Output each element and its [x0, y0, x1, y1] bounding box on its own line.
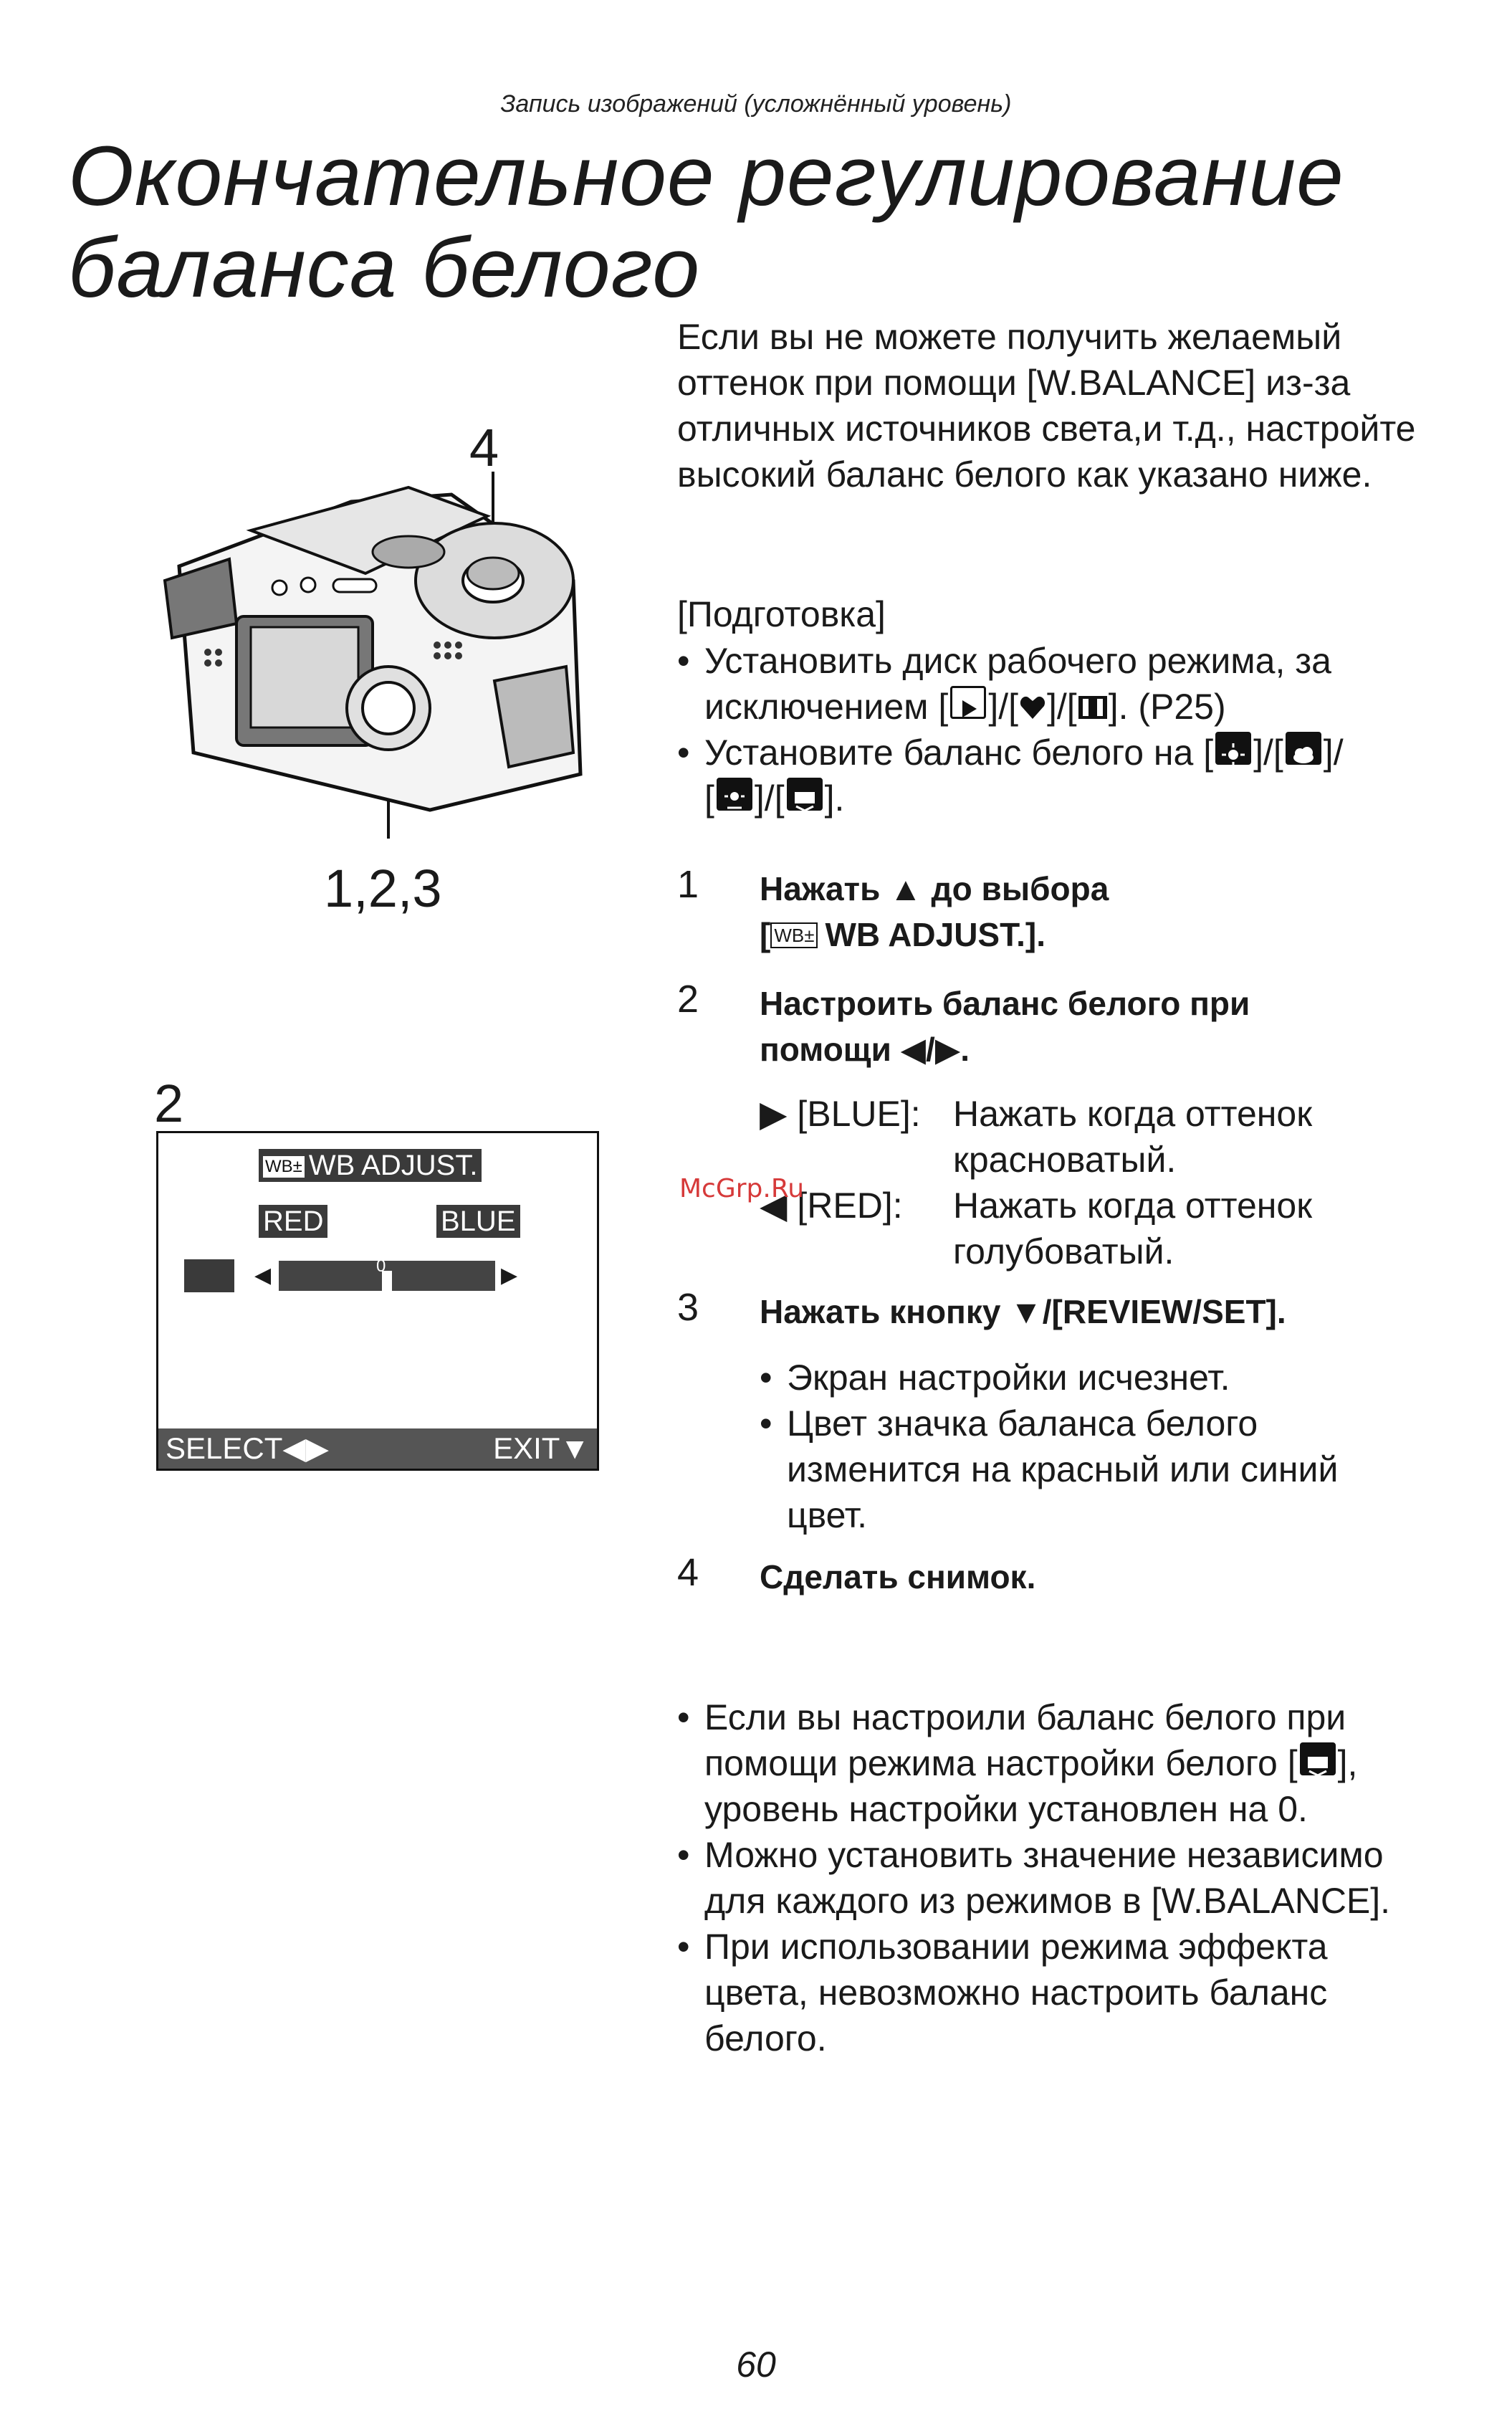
lcd-left-arrow-icon: ◀	[254, 1264, 272, 1287]
white-set-icon	[1299, 1742, 1336, 1777]
bullet-dot: •	[677, 733, 690, 773]
bullet-dot: •	[677, 641, 690, 681]
prep-bullet-1-line2: исключением []/[]/[]. (P25)	[704, 684, 1226, 733]
white-set-icon	[786, 778, 823, 812]
step-1-line1: Нажать ▲ до выбора	[760, 870, 1109, 907]
page-title-line1: Окончательное регулирование	[68, 129, 1344, 224]
intro-paragraph: Если вы не можете получить желаемый отте…	[677, 317, 1416, 495]
step-4-number: 4	[677, 1551, 699, 1594]
option-blue-line1: Нажать когда оттенок	[953, 1094, 1313, 1134]
bullet-dot: •	[760, 1358, 772, 1398]
step-3-number: 3	[677, 1286, 699, 1329]
cloudy-icon	[1285, 732, 1321, 765]
lcd-right-arrow-icon: ▶	[501, 1264, 518, 1287]
lcd-exit-hint: EXIT▼	[493, 1431, 590, 1465]
lcd-title: WB±WB ADJUST.	[259, 1149, 482, 1182]
screen-label-2: 2	[154, 1074, 184, 1133]
lcd-red-label: RED	[259, 1205, 328, 1238]
note-3: • При использовании режима эффекта цвета…	[677, 1924, 1480, 2061]
step-3-line1: Нажать кнопку ▼/[REVIEW/SET].	[760, 1293, 1286, 1330]
note-1: • Если вы настроили баланс белого при по…	[677, 1694, 1480, 1832]
lcd-screen: WB±WB ADJUST. RED BLUE ◀ 0 ▶ SELECT◀▶ EX…	[156, 1131, 599, 1471]
callout-4: 4	[469, 418, 499, 477]
lcd-scale-marker	[382, 1271, 392, 1291]
note-2: • Можно установить значение независимо д…	[677, 1832, 1480, 1924]
prep-bullet-1: • Установить диск рабочего режима, за ис…	[677, 638, 1465, 730]
step-1-number: 1	[677, 863, 699, 906]
bullet-dot: •	[677, 1697, 690, 1737]
playback-icon	[950, 686, 987, 719]
option-blue-line2: красноватый.	[953, 1140, 1177, 1180]
movie-icon	[1077, 687, 1109, 733]
option-blue-key: ▶ [BLUE]:	[760, 1094, 921, 1134]
heart-icon	[1018, 687, 1047, 733]
lcd-blue-label: BLUE	[436, 1205, 520, 1238]
lcd-bottom-bar: SELECT◀▶ EXIT▼	[158, 1428, 597, 1469]
step-2-line2: помощи ◀/▶.	[760, 1031, 970, 1068]
bullet-dot: •	[677, 1927, 690, 1967]
camera-illustration	[150, 466, 609, 867]
watermark: McGrp.Ru	[679, 1174, 805, 1203]
page-number: 60	[736, 2344, 776, 2385]
lcd-adjust-scale: 0	[279, 1256, 495, 1291]
halogen-icon	[716, 778, 752, 811]
callout-1-2-3: 1,2,3	[324, 859, 442, 918]
wb-adjust-icon: WB±	[263, 1156, 305, 1178]
page-title-line2: баланса белого	[68, 221, 700, 315]
prep-bullet-2: • Установите баланс белого на []/[]/ []/…	[677, 730, 1465, 821]
step-2-number: 2	[677, 978, 699, 1021]
option-red-key: ◀ [RED]:	[760, 1185, 903, 1226]
running-header: Запись изображений (усложнённый уровень)	[500, 90, 1012, 118]
bullet-dot: •	[760, 1403, 772, 1444]
option-red-line1: Нажать когда оттенок	[953, 1185, 1313, 1226]
prep-bullet-2-line1: Установите баланс белого на []/[]/	[704, 732, 1344, 773]
sunny-icon	[1215, 732, 1252, 766]
option-red-line2: голубоватый.	[953, 1231, 1174, 1272]
lcd-select-hint: SELECT◀▶	[166, 1431, 329, 1465]
step-2-line1: Настроить баланс белого при	[760, 985, 1250, 1022]
wb-adjust-icon: WB±	[770, 922, 818, 948]
prep-heading: [Подготовка]	[677, 594, 886, 634]
lcd-color-swatch	[184, 1259, 234, 1292]
step-3-bullet-2: • Цвет значка баланса белого изменится н…	[760, 1401, 1405, 1538]
bullet-dot: •	[677, 1835, 690, 1875]
step-1-line2: [WB±WB ADJUST.].	[760, 916, 1046, 953]
step-4-line1: Сделать снимок.	[760, 1558, 1036, 1595]
step-3-bullet-1: • Экран настройки исчезнет.	[760, 1355, 1405, 1401]
prep-bullet-1-line1: Установить диск рабочего режима, за	[704, 641, 1331, 681]
prep-bullet-2-line2: []/[].	[704, 778, 845, 819]
